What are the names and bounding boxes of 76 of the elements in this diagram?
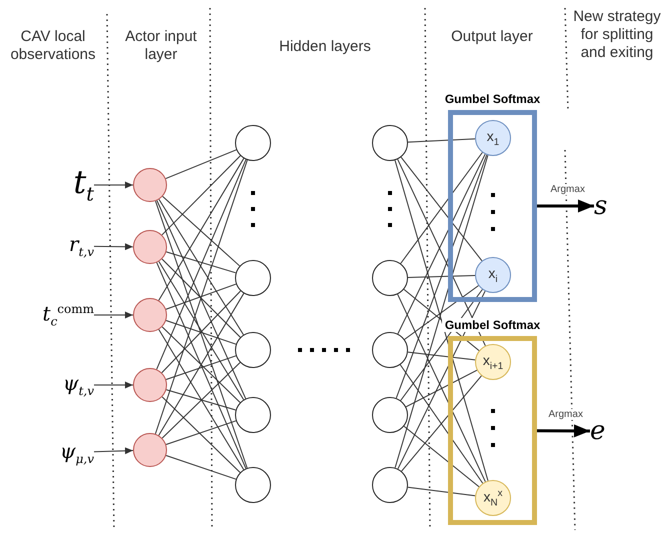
input-variable: t$_{t}$ bbox=[46, 165, 94, 205]
arrow bbox=[94, 243, 134, 250]
input-variable: ψ$_{t,v}$ bbox=[30, 369, 94, 401]
connection-line bbox=[158, 292, 244, 436]
connection-line bbox=[161, 155, 241, 236]
connection-line bbox=[408, 275, 476, 278]
connection-line bbox=[162, 362, 241, 439]
connection-line bbox=[404, 426, 480, 488]
output-neuron: x$_{i}$ bbox=[475, 257, 511, 293]
input-variable: r$_{t,v}$ bbox=[30, 231, 94, 261]
column-heading: Actor input layer bbox=[124, 28, 198, 64]
connection-line bbox=[161, 290, 242, 374]
input-neuron bbox=[133, 168, 167, 202]
connection-line bbox=[162, 258, 241, 338]
output-symbol: s bbox=[594, 190, 618, 222]
hidden-neuron bbox=[235, 397, 271, 433]
input-neuron bbox=[133, 230, 167, 264]
arrow bbox=[537, 424, 590, 438]
input-variable: ψ$_{μ,v}$ bbox=[20, 437, 94, 469]
arrow bbox=[94, 447, 134, 454]
connection-line bbox=[158, 198, 244, 336]
connection-line bbox=[166, 355, 236, 380]
output-neuron: x$_{i+1}$ bbox=[475, 344, 511, 380]
connection-line bbox=[166, 420, 236, 446]
group-heading: Gumbel Softmax bbox=[442, 318, 543, 332]
input-neuron bbox=[133, 433, 167, 467]
connection-line bbox=[162, 396, 241, 473]
hidden-neuron bbox=[235, 467, 271, 503]
connection-line bbox=[155, 200, 248, 468]
connection-line bbox=[401, 375, 482, 472]
connection-line bbox=[158, 158, 244, 301]
connection-line bbox=[158, 261, 244, 400]
connection-line bbox=[156, 200, 246, 400]
column-heading: Output layer bbox=[450, 28, 534, 46]
connection-line bbox=[166, 251, 236, 274]
hidden-neuron bbox=[372, 125, 408, 161]
arrow bbox=[94, 182, 134, 188]
arrow bbox=[537, 200, 594, 212]
output-symbol: e bbox=[590, 415, 614, 447]
edge-label: Argmax bbox=[548, 408, 583, 420]
connection-line bbox=[166, 284, 237, 310]
column-heading: CAV local observations bbox=[9, 28, 97, 64]
connection-line bbox=[404, 285, 479, 340]
connection-line bbox=[407, 486, 476, 496]
hidden-neuron bbox=[372, 467, 408, 503]
connection-line bbox=[166, 454, 236, 480]
column-heading: New strategy for splitting and exiting bbox=[572, 8, 662, 62]
connection-line bbox=[400, 289, 483, 401]
connection-line bbox=[165, 149, 237, 180]
connection-line bbox=[407, 352, 476, 360]
connection-line bbox=[166, 389, 236, 410]
arrow bbox=[94, 312, 134, 318]
connection-line bbox=[406, 370, 478, 408]
input-neuron bbox=[133, 368, 167, 402]
arrow bbox=[94, 382, 134, 388]
connection-line bbox=[156, 262, 246, 469]
connection-line bbox=[162, 326, 241, 403]
input-neuron bbox=[133, 298, 167, 332]
connection-line bbox=[158, 329, 244, 470]
connection-line bbox=[407, 138, 476, 143]
hidden-neuron bbox=[372, 332, 408, 368]
hidden-neuron bbox=[372, 260, 408, 296]
connection-line bbox=[162, 196, 240, 266]
hidden-neuron bbox=[372, 397, 408, 433]
group-heading: Gumbel Softmax bbox=[442, 92, 543, 106]
column-heading: Hidden layers bbox=[278, 38, 372, 56]
connection-line bbox=[156, 159, 246, 370]
connection-line bbox=[400, 364, 484, 484]
hidden-neuron bbox=[235, 332, 271, 368]
hidden-neuron bbox=[235, 125, 271, 161]
edge-label: Argmax bbox=[550, 184, 585, 195]
hidden-neuron bbox=[235, 260, 271, 296]
connection-line bbox=[154, 160, 248, 434]
connection-line bbox=[166, 320, 236, 345]
connection-line bbox=[396, 154, 488, 399]
output-neuron: x$_{1}$ bbox=[475, 120, 511, 156]
